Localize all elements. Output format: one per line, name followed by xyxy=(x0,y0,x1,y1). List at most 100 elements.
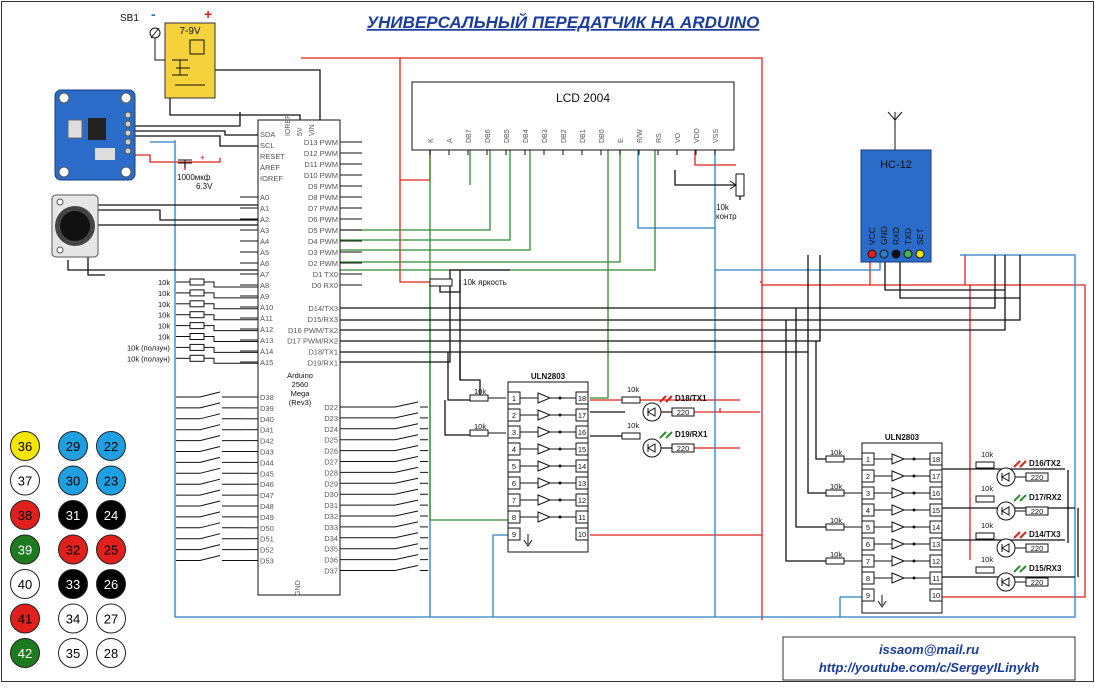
uln-pin-number: 14 xyxy=(578,462,586,471)
uln-pin-box xyxy=(861,588,875,602)
uln-pin-number: 4 xyxy=(512,445,516,454)
arduino-right-pin: D12 PWM xyxy=(304,149,338,158)
arduino-digital-pin: D50 xyxy=(260,524,274,533)
current-sensor-module xyxy=(54,89,136,181)
lcd-body xyxy=(411,81,735,151)
arduino-digital-pin: D37 xyxy=(324,567,338,576)
resistor-label: 10k xyxy=(158,300,170,309)
resistor xyxy=(189,278,205,286)
wire xyxy=(204,336,258,342)
switch-icon xyxy=(176,391,245,398)
arduino-digital-pin: D29 xyxy=(324,479,338,488)
diode-symbol xyxy=(1000,472,1010,482)
resistor xyxy=(469,394,489,402)
button-number: 22 xyxy=(104,439,118,454)
switch-icon xyxy=(362,434,428,441)
lcd-pin: DB0 xyxy=(599,129,606,143)
switch-icon xyxy=(176,555,245,561)
uln-pin-number: 1 xyxy=(512,394,516,403)
plus-sign: + xyxy=(204,6,212,22)
uln-pin-number: 5 xyxy=(512,462,516,471)
uln-pin-number: 18 xyxy=(932,455,940,464)
button-number: 25 xyxy=(104,543,118,558)
uln-title: ULN2803 xyxy=(531,372,566,381)
contact-url: http://youtube.com/c/SergeyILinykh xyxy=(819,660,1039,675)
led-label: D17/RX2 xyxy=(1029,493,1062,502)
uln-pin-number: 6 xyxy=(866,540,870,549)
minus-sign: - xyxy=(151,6,156,22)
power-switch-sb1: SB1 - + 7-9V xyxy=(120,6,216,99)
node xyxy=(912,559,916,563)
button-number: 41 xyxy=(18,612,32,627)
uln-pin-number: 14 xyxy=(932,523,940,532)
uln-res-label: 10k xyxy=(981,521,993,530)
uln-res-label: 10k xyxy=(981,450,993,459)
arduino-digital-pin: D39 xyxy=(260,404,274,413)
switches-right xyxy=(362,401,428,571)
page-title: УНИВЕРСАЛЬНЫЙ ПЕРЕДАТЧИК НА ARDUINO xyxy=(367,12,760,32)
switch-icon xyxy=(362,532,428,539)
led-res-label: 220 xyxy=(1031,507,1044,516)
wire xyxy=(204,292,258,299)
switch-icon xyxy=(362,510,428,517)
button-number: 23 xyxy=(104,474,118,489)
arduino-analog-pin: A0 xyxy=(260,193,269,202)
arduino-analog-pin: A1 xyxy=(260,204,269,213)
uln-pin-number: 12 xyxy=(578,496,586,505)
ground-arrow-icon xyxy=(523,534,533,547)
capacitor: + 1000мкф 6.3V xyxy=(177,153,213,191)
switch-icon xyxy=(362,521,428,528)
arduino-analog-pin: A8 xyxy=(260,281,269,290)
arduino-digital-pin: D31 xyxy=(324,501,338,510)
switch-icon xyxy=(176,489,245,496)
resistor-label: 10k xyxy=(158,333,170,342)
arduino-analog-pin: A11 xyxy=(260,314,273,323)
switch-icon xyxy=(176,533,245,540)
switch-icon xyxy=(176,500,245,507)
switch-icon xyxy=(176,478,245,485)
switch-icon xyxy=(362,554,428,561)
led-label: D15/RX3 xyxy=(1029,564,1062,573)
switch-icon xyxy=(176,402,245,409)
uln-pin-box xyxy=(575,527,589,541)
wire xyxy=(204,325,258,332)
arduino-analog-pin: A3 xyxy=(260,226,269,235)
button-number: 31 xyxy=(66,508,80,523)
arduino-name-line: (Rev3) xyxy=(289,398,312,407)
brightness-pot: 10k яркость xyxy=(429,278,507,287)
hc12-pin-dot xyxy=(891,249,901,259)
resistor-label: 10k (ползун) xyxy=(127,354,170,363)
switch-icon xyxy=(176,511,245,518)
hc12-pin-dot xyxy=(903,249,913,259)
uln-pin-number: 9 xyxy=(866,591,870,600)
led-res-label: 220 xyxy=(1031,578,1044,587)
hc12-pin: RXD xyxy=(891,227,901,245)
lcd-pin: DB2 xyxy=(561,129,568,143)
resistor xyxy=(621,432,641,440)
lcd-pin: VO xyxy=(675,132,682,143)
arduino-analog-pin: A15 xyxy=(260,358,273,367)
node xyxy=(558,498,562,502)
uln-pin-number: 7 xyxy=(866,557,870,566)
joystick-module xyxy=(51,194,99,258)
lcd-pin: E xyxy=(618,138,625,143)
led-res-label: 220 xyxy=(677,408,690,417)
uln-pin-number: 1 xyxy=(866,455,870,464)
arduino-digital-pin: D34 xyxy=(324,534,338,543)
button-circle xyxy=(96,603,126,634)
uln-res-label: 10k xyxy=(981,484,993,493)
svg-text:+: + xyxy=(200,153,205,162)
arduino-body xyxy=(257,119,341,596)
hc12-title: HC-12 xyxy=(880,159,912,171)
uln-pin-number: 7 xyxy=(512,496,516,505)
arduino-digital-pin: D40 xyxy=(260,415,274,424)
diode-symbol xyxy=(646,443,656,453)
arduino-digital-pin: D41 xyxy=(260,426,274,435)
uln-pin-number: 17 xyxy=(578,411,586,420)
hc12-pin-dot xyxy=(915,249,925,259)
arduino-right-pin: D5 PWM xyxy=(308,226,338,235)
arduino-analog-pin: A7 xyxy=(260,270,269,279)
resistor-label: 10k xyxy=(158,311,170,320)
arduino-name-line: Arduino xyxy=(287,371,313,380)
